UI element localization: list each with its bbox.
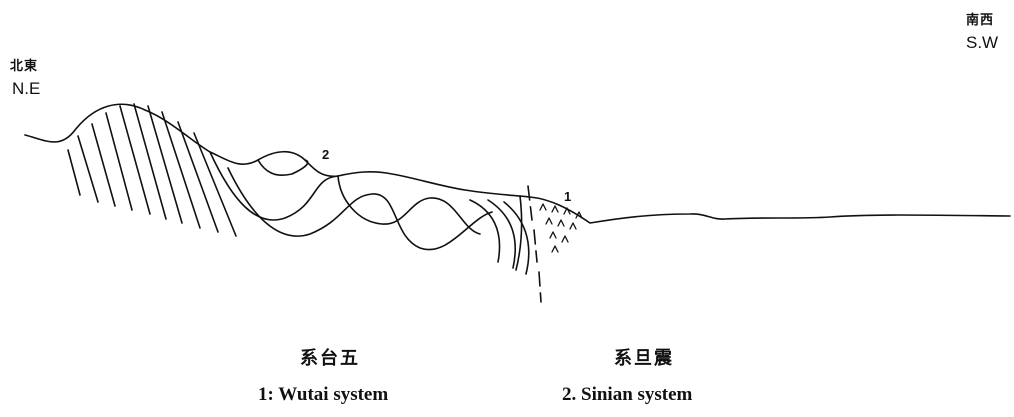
sinian-legend-cjk: 系旦震 bbox=[614, 350, 674, 368]
southwest-cjk-label: 南西 bbox=[966, 14, 994, 27]
wutai-unit-number: 1 bbox=[564, 190, 571, 203]
sinian-unit-number: 2 bbox=[322, 148, 329, 161]
northeast-cjk-label: 北東 bbox=[10, 60, 38, 73]
fault-line-left bbox=[516, 196, 522, 270]
wutai-legend-cjk: 系台五 bbox=[300, 350, 360, 368]
wutai-legend-label: 1: Wutai system bbox=[258, 385, 388, 404]
southwest-label: S.W bbox=[966, 34, 998, 51]
sinian-legend-label: 2. Sinian system bbox=[562, 385, 692, 404]
fault-line bbox=[528, 186, 541, 302]
wutai-schist-pattern bbox=[540, 204, 582, 252]
northeast-label: N.E bbox=[12, 80, 40, 97]
ground-surface-line bbox=[25, 104, 1010, 223]
wutai-strata-hatching bbox=[68, 104, 236, 236]
sinian-fold-lines bbox=[210, 152, 529, 274]
